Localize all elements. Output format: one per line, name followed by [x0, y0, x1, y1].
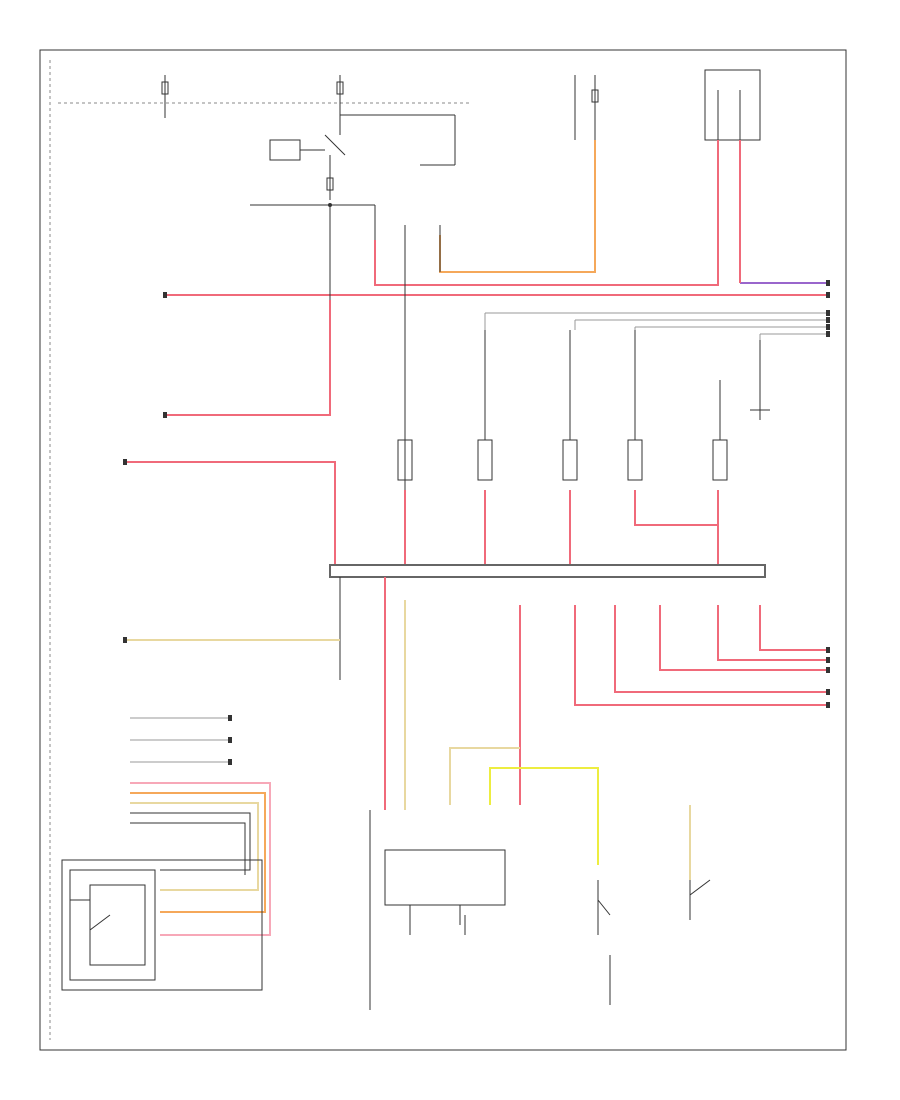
- top-connector-posts: [329, 225, 441, 560]
- red-left-feed-upper: [165, 300, 331, 416]
- fuse-block-top-left: [161, 75, 456, 240]
- lower-left-switch-core: [89, 884, 146, 966]
- orange-feed-wire: [439, 140, 596, 273]
- module-bus-bar: [329, 564, 766, 578]
- relay-box: [269, 139, 301, 161]
- bus-drop-lines: [339, 577, 830, 810]
- red-left-feed-lower: [125, 461, 336, 565]
- grey-bus-lines: [484, 312, 830, 340]
- lower-right-switches: [597, 879, 711, 1005]
- connector-markers: [123, 280, 830, 765]
- lower-middle-module: [369, 747, 691, 1010]
- lower-left-switch-housing: [61, 859, 263, 991]
- switch-columns: [397, 330, 770, 481]
- switch-red-drops: [404, 490, 719, 565]
- bracket-right-top: [704, 69, 761, 141]
- lower-left-harness: [130, 717, 271, 936]
- diagram-frame: [39, 49, 847, 1051]
- fuse-block-top-right: [574, 69, 761, 141]
- red-feed-right-1: [374, 140, 719, 286]
- lower-left-switch-inner: [69, 869, 156, 981]
